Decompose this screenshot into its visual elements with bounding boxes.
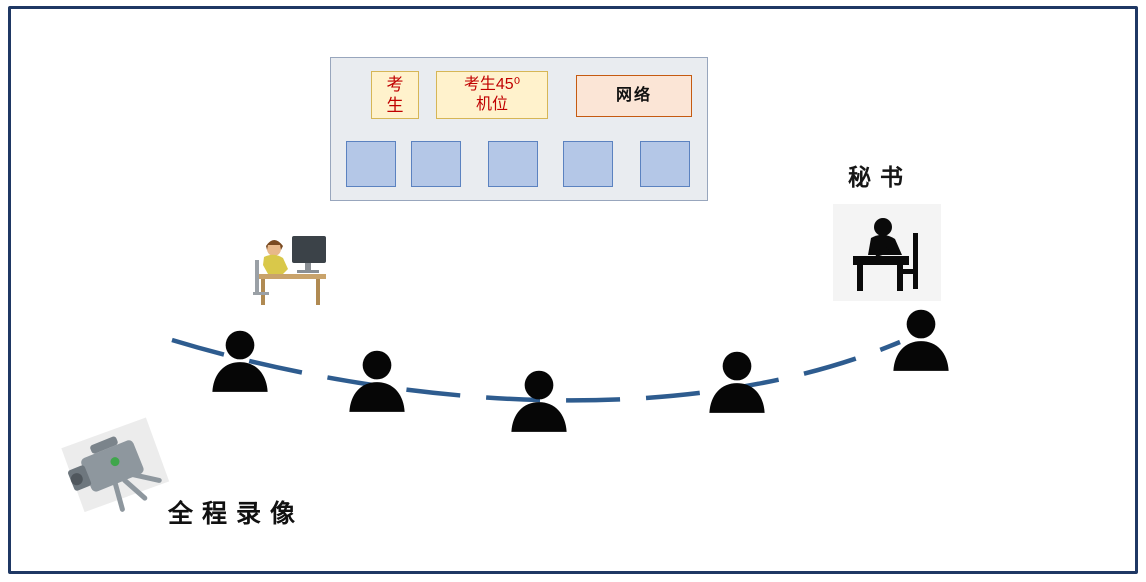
queue-curve-line [171,337,901,403]
candidate45-box: 考生45⁰ 机位 [436,71,548,119]
recording-label: 全程录像 [168,501,305,528]
video-camera-icon [55,415,175,520]
candidate-box: 考 生 [371,71,419,119]
person-silhouette [703,350,771,414]
examiner-at-computer-icon [250,232,330,306]
secretary-at-desk-icon [833,204,941,301]
person-silhouette [343,349,411,413]
person-silhouette [505,369,573,433]
screen-box [411,141,461,187]
candidate45-box-label: 考生45⁰ 机位 [463,76,521,113]
candidate-box-label: 考 生 [386,74,404,115]
screen-box [640,141,690,187]
secretary-label: 秘书 [848,165,912,190]
examiner-pictogram [253,236,326,305]
person-silhouette [206,329,274,393]
secretary-pictogram [853,217,918,291]
video-camera-pictogram [61,417,170,513]
screen-box [488,141,538,187]
equipment-panel: 考 生 考生45⁰ 机位 网络 [330,57,708,201]
person-silhouette [887,308,955,372]
screen-box [563,141,613,187]
screen-box [346,141,396,187]
network-box: 网络 [576,75,692,117]
network-box-label: 网络 [615,87,652,104]
